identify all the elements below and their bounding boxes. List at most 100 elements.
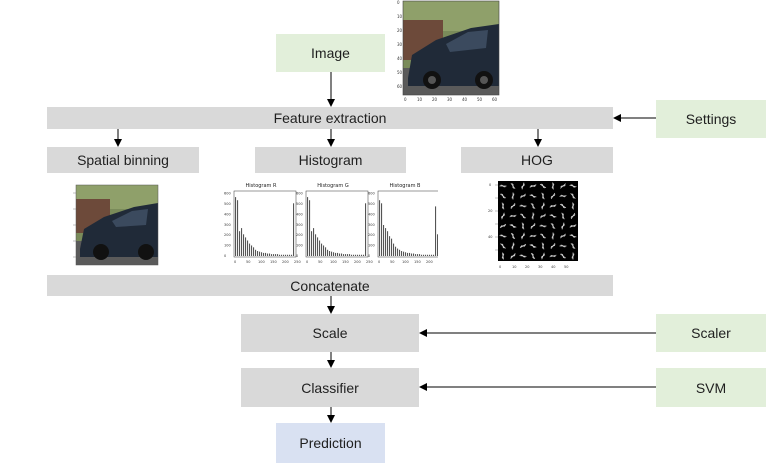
histogram-bar [359,254,361,256]
histogram-y-tick: 100 [224,244,231,248]
hog-gradient-stroke [501,234,505,238]
histogram-bar [413,253,415,256]
histogram-bar [235,197,237,256]
hog-gradient-stroke [551,214,555,218]
image-y-tick-4: 40 [397,56,403,61]
image-x-tick-5: 50 [477,97,483,102]
histogram-bar [417,254,419,256]
histogram-bar [339,253,341,256]
histogram-bar [403,251,405,256]
concatenate-label: Concatenate [290,277,370,294]
histogram-bar [271,254,273,256]
histogram-y-tick: 500 [368,202,375,206]
histogram-bar [355,254,357,256]
histogram-bar [357,254,359,256]
histogram-y-tick: 500 [296,202,303,206]
image-x-tick-3: 30 [447,97,453,102]
svg-text:30: 30 [538,265,542,269]
scaler-node: Scaler [656,314,766,352]
classifier-node: Classifier [241,368,419,407]
hog-gradient-stroke [501,254,505,258]
hog-gradient-stroke [511,255,515,257]
histogram-bar [237,200,239,256]
image-x-tick-1: 10 [417,97,423,102]
prediction-label: Prediction [299,435,362,451]
hog-gradient-stroke [521,204,525,208]
histogram-bar [241,228,243,256]
hog-gradient-stroke [562,254,564,258]
histogram-r-title: Histogram R [245,183,277,189]
hog-gradient-stroke [561,194,565,198]
histogram-bar [327,249,329,256]
histogram-x-tick: 200 [282,260,289,264]
histogram-bar [423,254,425,256]
histogram-x-tick: 200 [426,260,433,264]
histogram-y-tick: 400 [224,212,231,216]
histogram-bar [437,234,438,256]
histogram-bar [407,252,409,256]
prediction-node: Prediction [276,423,385,463]
hog-gradient-stroke [551,184,555,188]
histogram-bar [285,254,287,256]
histogram-bar [321,243,323,256]
histogram-bar [319,240,321,256]
spatial-binning-image [73,184,159,266]
hog-gradient-stroke [561,224,565,228]
histogram-bar [261,252,263,256]
histogram-y-tick: 200 [224,233,231,237]
histogram-bar [341,253,343,256]
histogram-y-tick: 400 [296,212,303,216]
hog-gradient-stroke [541,244,545,248]
histogram-bar [273,254,275,256]
histogram-bar [353,254,355,256]
svg-text:0: 0 [499,265,501,269]
histogram-y-tick: 0 [368,254,370,258]
histogram-bar [415,254,417,256]
svm-node: SVM [656,368,766,407]
histogram-y-tick: 100 [296,244,303,248]
feature-extraction-node: Feature extraction [47,107,613,129]
histogram-x-tick: 50 [390,260,394,264]
histogram-bar [279,254,281,256]
histogram-y-tick: 100 [368,244,375,248]
image-y-tick-1: 10 [397,14,403,19]
histogram-bar [383,225,385,256]
hog-gradient-stroke [532,254,534,258]
hog-gradient-stroke [521,234,525,238]
hog-gradient-stroke [531,244,535,248]
histogram-x-tick: 250 [294,260,301,264]
hog-gradient-stroke [531,234,535,238]
image-node-label: Image [311,45,350,61]
histogram-x-tick: 150 [270,260,277,264]
histogram-x-tick: 50 [246,260,250,264]
histogram-bar [397,248,399,256]
histogram-x-tick: 150 [342,260,349,264]
histogram-y-tick: 600 [296,192,303,196]
histogram-x-tick: 100 [402,260,409,264]
histogram-bar [391,238,393,256]
histogram-bar [351,254,353,256]
histogram-bar [249,243,251,256]
image-x-tick-2: 20 [432,97,438,102]
histogram-bar [335,252,337,256]
histogram-bar [247,240,249,256]
histogram-bar [253,247,255,256]
hog-gradient-stroke [542,234,544,238]
histogram-g-title: Histogram G [317,183,349,189]
settings-node: Settings [656,100,766,138]
histogram-bar [283,254,285,256]
histogram-bar [307,197,309,256]
image-node: Image [276,34,385,72]
histogram-bar [393,243,395,256]
histogram-bar [309,200,311,256]
histogram-bar [239,231,241,256]
hog-gradient-stroke [571,234,575,238]
histogram-bar [361,254,363,256]
histogram-bar [435,206,437,256]
hog-gradient-stroke [562,214,564,218]
histogram-bar [287,254,289,256]
histogram-b: Histogram B 0501001502002500100200300400… [368,183,438,264]
histogram-x-tick: 0 [306,260,308,264]
